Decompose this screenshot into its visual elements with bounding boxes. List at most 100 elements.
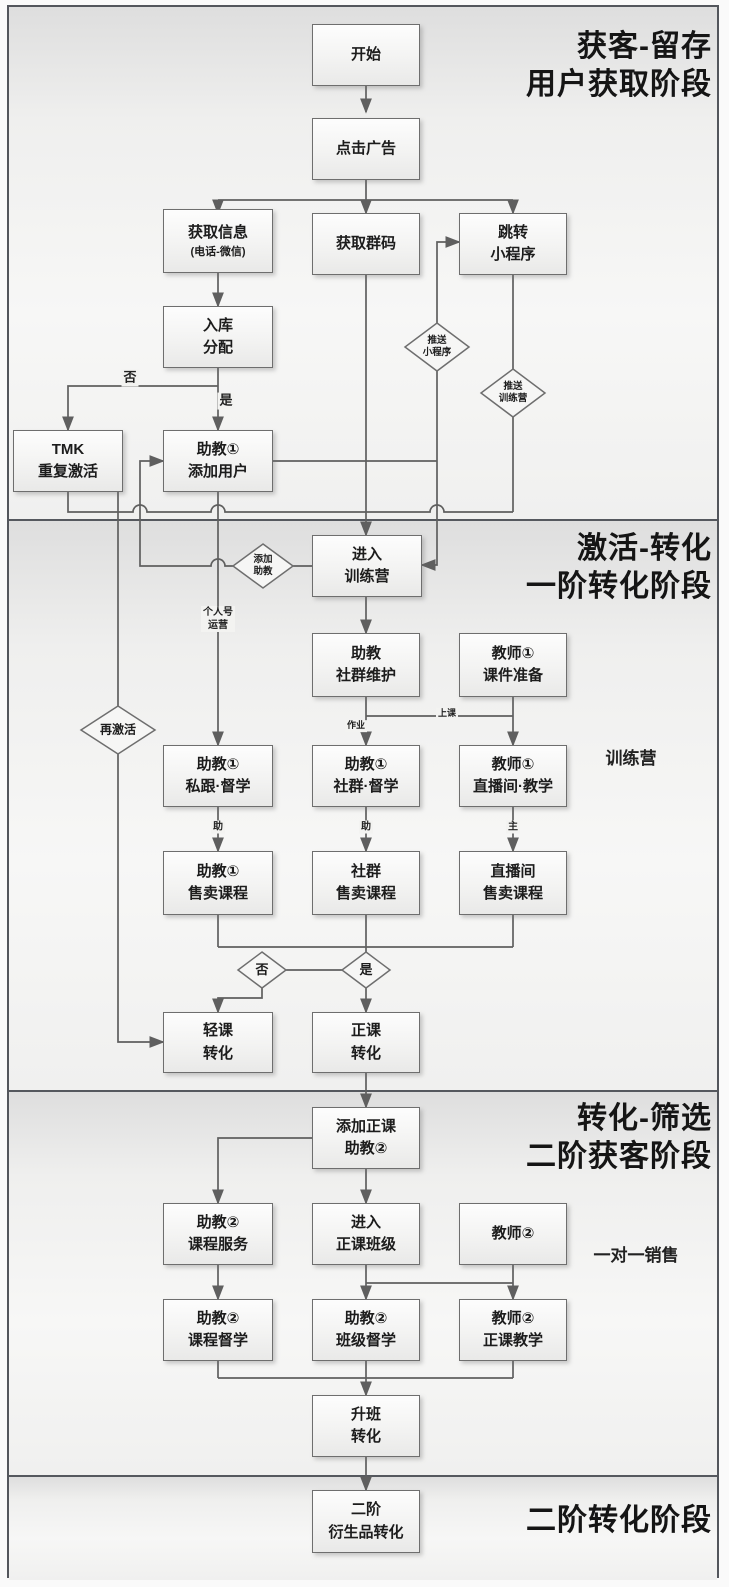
teacher1-prep-label: 教师① (491, 644, 535, 662)
ta2-course-supervise: 助教② 课程督学 (163, 1299, 273, 1361)
teacher1-prep: 教师① 课件准备 (459, 633, 567, 697)
ta1-add-user-label: 添加用户 (187, 463, 248, 480)
get-info: 获取信息 (电话-微信) (163, 209, 273, 273)
stage-3-title: 转化-筛选二阶获客阶段 (526, 1100, 712, 1176)
teacher1-prep-label: 课件准备 (482, 667, 543, 684)
ta1-group-supervise: 助教① 社群·督学 (312, 745, 420, 807)
add-formal-ta2-label: 助教② (344, 1140, 388, 1157)
push-miniprogram-decision: 推送小程序 (423, 335, 452, 359)
add-formal-ta2: 添加正课助教② (312, 1107, 420, 1169)
add-ta-decision-shape (231, 543, 295, 589)
enter-camp: 进入训练营 (312, 535, 422, 597)
get-group-code-label: 获取群码 (335, 234, 396, 252)
stage-2-title-line: 激活-转化 (577, 532, 712, 565)
ta-community-maintain-label: 社群维护 (335, 667, 396, 684)
ta1-sell-course-label: 助教① (196, 862, 240, 880)
get-info-label: (电话-微信) (190, 246, 246, 258)
one-on-one-sales-label: 一对一销售 (593, 1246, 679, 1265)
teacher2-formal-teach-label: 教师② (491, 1309, 535, 1327)
ta1-private-supervise-label: 私跟·督学 (185, 778, 251, 795)
ta1-group-supervise-label: 社群·督学 (333, 778, 399, 795)
ta2-class-supervise-label: 助教② (344, 1309, 388, 1327)
teacher2-label: 教师② (491, 1224, 535, 1242)
teacher2-formal-teach: 教师② 正课教学 (459, 1299, 567, 1361)
ta-community-maintain-label: 助教 (350, 644, 381, 662)
click-ad: 点击广告 (312, 118, 420, 180)
no-decision-shape (236, 951, 288, 989)
ta2-course-service-label: 助教② (196, 1213, 240, 1231)
stage-1-title: 获客-留存用户获取阶段 (526, 28, 712, 104)
enter-formal-class: 进入正课班级 (312, 1203, 420, 1265)
group-sell-course-label: 售卖课程 (335, 885, 396, 902)
edge-34 (212, 988, 263, 1014)
yes-decision-label: 是 (359, 961, 373, 977)
group-sell-course-label: 社群 (350, 862, 381, 880)
warehouse-assign-label: 入库 (202, 316, 233, 334)
add-formal-ta2-label: 添加正课 (335, 1117, 396, 1135)
add-ta-decision-label: 助教 (253, 566, 273, 577)
live-sell-course-label: 直播间 (490, 862, 536, 880)
warehouse-assign-label: 分配 (202, 339, 233, 356)
ta-community-maintain: 助教社群维护 (312, 633, 420, 697)
edge-14 (117, 754, 165, 1048)
tmk-reactivate-label: TMK (51, 440, 85, 458)
homework-label: 作业 (344, 720, 368, 732)
ta2-class-supervise: 助教② 班级督学 (312, 1299, 420, 1361)
live-sell-course-label: 售卖课程 (482, 885, 543, 902)
camp-side-label: 训练营 (605, 749, 657, 768)
ta1-group-supervise-label: 助教① (344, 755, 388, 773)
jump-miniprogram-label: 跳转 (497, 223, 528, 241)
yes-decision: 是 (359, 962, 372, 978)
stage-3-title-line: 转化-筛选 (577, 1102, 712, 1135)
light-course-convert: 轻课转化 (163, 1012, 273, 1073)
warehouse-assign: 入库分配 (163, 306, 273, 368)
edge-37 (212, 1137, 312, 1205)
ta1-add-user-label: 助教① (196, 440, 240, 458)
assist-label-1: 助 (211, 820, 225, 834)
yes-branch-label: 是 (217, 392, 235, 410)
push-miniprogram-decision-shape (403, 322, 471, 372)
stage2-derivative-convert-label: 衍生品转化 (328, 1523, 404, 1541)
click-ad-label: 点击广告 (335, 139, 396, 157)
edge-12 (67, 492, 513, 513)
light-course-convert-label: 转化 (202, 1044, 233, 1062)
upgrade-convert-label: 升班 (350, 1405, 381, 1423)
push-camp-decision: 推送训练营 (499, 381, 528, 405)
stage2-derivative-convert-label: 二阶 (350, 1501, 381, 1518)
ta2-course-supervise-label: 课程督学 (187, 1332, 248, 1349)
reactivate-decision-shape (79, 705, 157, 755)
edge-18 (436, 236, 461, 323)
get-group-code: 获取群码 (312, 213, 420, 275)
formal-course-convert-label: 转化 (350, 1044, 381, 1062)
jump-miniprogram-label: 小程序 (490, 246, 536, 263)
reactivate-decision: 再激活 (100, 723, 136, 738)
stage-3-title-line: 二阶获客阶段 (526, 1140, 712, 1173)
teacher1-live-teach-label: 直播间·教学 (473, 778, 553, 795)
stage-4-title: 二阶转化阶段 (526, 1502, 712, 1540)
enter-formal-class-label: 正课班级 (335, 1236, 396, 1253)
personal-account-label: 个人号 运营 (201, 606, 235, 632)
formal-course-convert: 正课转化 (312, 1012, 420, 1073)
stage-4-title-line: 二阶转化阶段 (526, 1504, 712, 1537)
push-camp-decision-label: 训练营 (498, 393, 528, 404)
formal-course-convert-label: 正课 (350, 1022, 381, 1039)
main-label: 主 (506, 820, 520, 834)
no-decision-label: 否 (255, 961, 269, 977)
stage-2-title-line: 一阶转化阶段 (526, 570, 712, 603)
teacher2-formal-teach-label: 正课教学 (482, 1332, 543, 1349)
class-label: 上课 (435, 708, 459, 720)
upgrade-convert: 升班转化 (312, 1395, 420, 1457)
jump-miniprogram: 跳转小程序 (459, 213, 567, 275)
push-camp-decision-label: 推送 (503, 381, 523, 393)
get-info-label: 获取信息 (187, 223, 248, 241)
ta2-class-supervise-label: 班级督学 (335, 1332, 396, 1349)
edge-21 (139, 455, 233, 567)
ta2-course-supervise-label: 助教② (196, 1309, 240, 1327)
stage2-derivative-convert: 二阶衍生品转化 (312, 1490, 420, 1553)
